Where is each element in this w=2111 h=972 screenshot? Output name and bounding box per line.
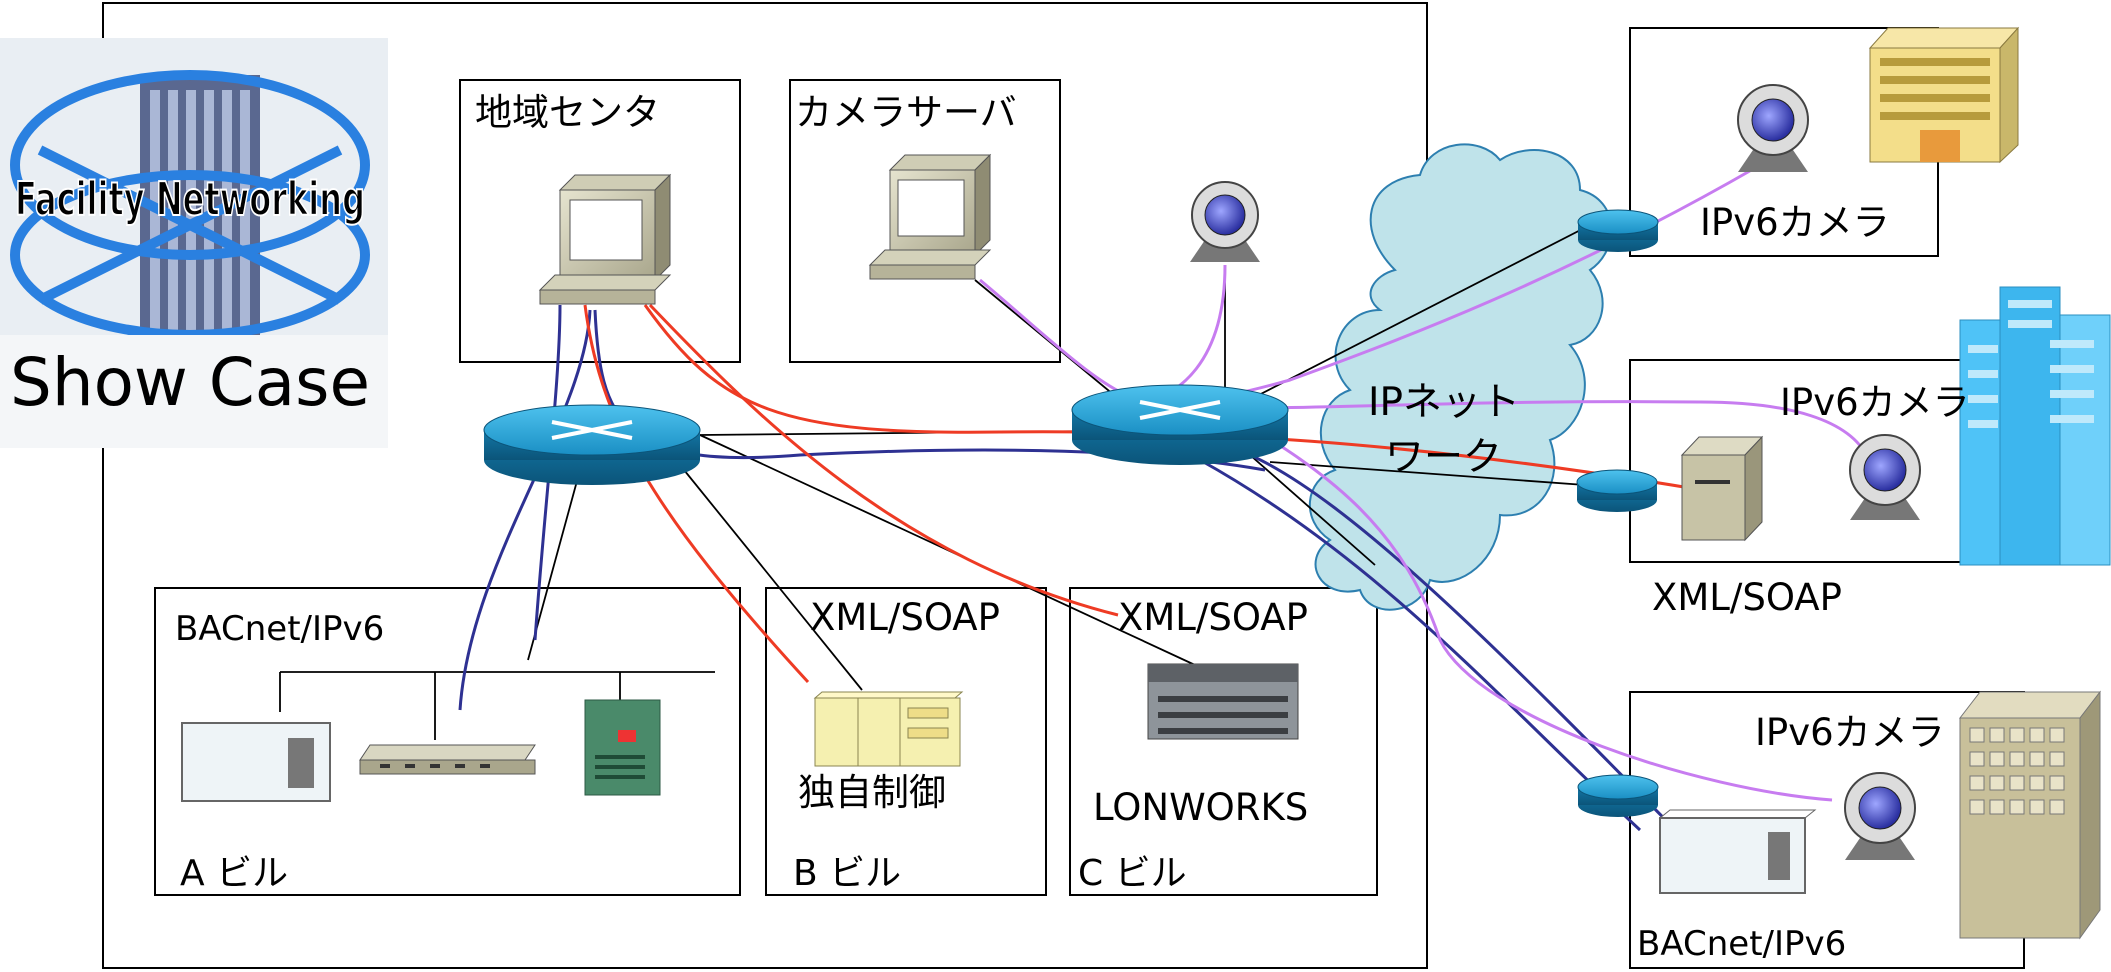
router-site1-icon xyxy=(1577,209,1659,252)
bacnet-controller-a-icon xyxy=(181,722,331,802)
building-site1-icon xyxy=(1868,26,2020,164)
camera-site2-icon xyxy=(1849,434,1921,520)
router-regional-icon xyxy=(483,404,701,485)
building-a-box xyxy=(154,587,741,896)
regional-center-label: 地域センタ xyxy=(475,91,660,134)
network-switch-a-icon xyxy=(359,744,536,775)
logo-title: Facility Networking xyxy=(15,172,365,226)
building-b-label: B ビル xyxy=(793,853,901,894)
ipv6-camera-1-label: IPv6カメラ xyxy=(1700,201,1890,244)
ipv6-camera-3-label: IPv6カメラ xyxy=(1755,711,1945,754)
ip-network-label-1: IPネット xyxy=(1368,380,1520,425)
router-core-icon xyxy=(1071,384,1289,465)
bacnet-a-label: BACnet/IPv6 xyxy=(175,609,384,649)
building-site2-icon xyxy=(1959,286,2111,566)
facility-networking-logo: Facility Networking Show Case xyxy=(0,38,388,448)
router-site2-icon xyxy=(1576,469,1658,512)
regional-center-pc-icon xyxy=(538,173,672,305)
camera-server-box xyxy=(789,79,1061,363)
bacnet-r3-label: BACnet/IPv6 xyxy=(1637,924,1846,964)
camera-site1-icon xyxy=(1737,84,1809,172)
lonworks-label: LONWORKS xyxy=(1093,786,1308,829)
camera-server-pc-icon xyxy=(868,153,992,280)
camera-server-label: カメラサーバ xyxy=(795,91,1017,134)
controller-green-icon xyxy=(584,699,661,796)
building-site3-icon xyxy=(1958,690,2102,940)
building-b-control-label: 独自制御 xyxy=(798,771,946,814)
xml-soap-r2-label: XML/SOAP xyxy=(1652,576,1842,619)
xml-soap-c-label: XML/SOAP xyxy=(1118,596,1308,639)
building-c-label: C ビル xyxy=(1078,853,1187,894)
camera-core-icon xyxy=(1190,181,1260,262)
xml-soap-server-icon xyxy=(1680,435,1764,542)
building-b-box xyxy=(765,587,1047,896)
router-site3-icon xyxy=(1577,774,1659,817)
xml-soap-b-label: XML/SOAP xyxy=(810,596,1000,639)
lonworks-device-icon xyxy=(1147,663,1299,740)
building-c-box xyxy=(1069,587,1378,896)
bacnet-controller-site3-icon xyxy=(1658,809,1817,894)
camera-site3-icon xyxy=(1844,772,1916,860)
ip-network-cloud xyxy=(1308,143,1613,611)
ip-network-label-2: ワーク xyxy=(1385,435,1502,480)
logo-subtitle: Show Case xyxy=(10,344,370,421)
building-a-label: A ビル xyxy=(180,853,288,894)
custom-control-b-icon xyxy=(813,691,964,767)
ipv6-camera-2-label: IPv6カメラ xyxy=(1780,381,1970,424)
